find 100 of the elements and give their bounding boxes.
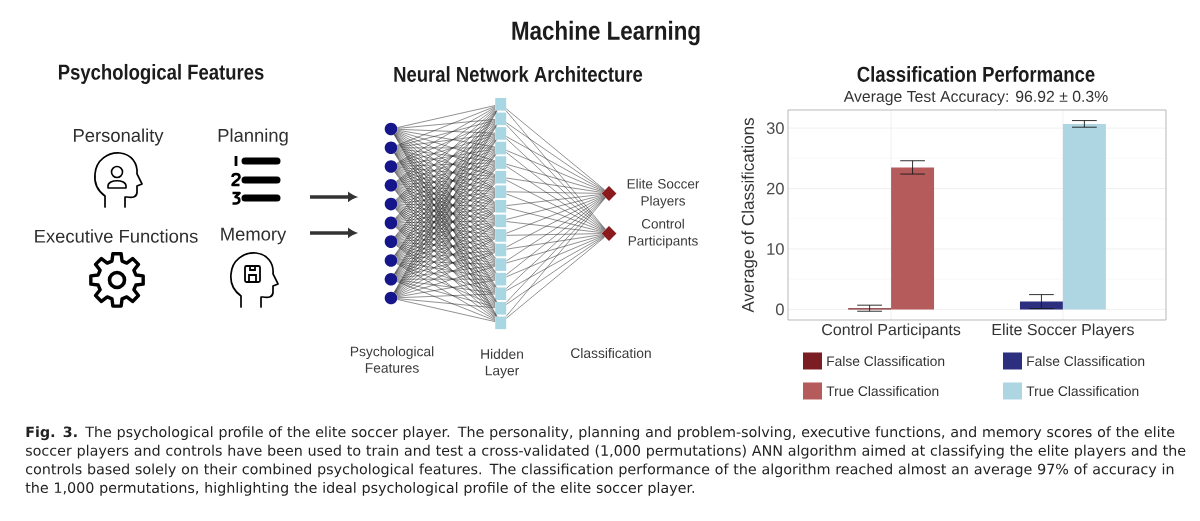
connection-line [397,204,496,207]
layer-label: Hidden Layer [481,348,523,379]
hidden-unit-square [495,185,507,199]
hidden-unit-square [495,272,507,286]
connection-line [395,109,496,200]
connection-line [396,263,496,320]
connection-line [506,233,602,236]
hidden-unit-square [495,156,507,169]
connection-line [397,147,496,149]
connection-line [397,129,496,134]
connection-line [397,119,496,129]
connection-line [506,221,603,233]
connection-line [397,185,496,192]
connection-line [506,122,605,191]
connection-line [506,152,605,231]
y-tick-label: 20 [766,182,784,195]
legend-label: False Classification [827,355,945,367]
connection-line [397,220,496,223]
hidden-unit-square [495,112,507,126]
connection-line [396,244,496,306]
legend-label: False Classification [1027,355,1145,367]
connection-line [397,186,496,206]
connection-line [396,108,496,182]
connection-line [397,166,496,177]
connection-line [506,177,603,193]
connection-line [397,293,496,298]
connection-line [506,191,602,194]
hidden-unit-square [495,200,507,213]
connection-line [396,106,496,146]
connection-line [397,278,496,280]
y-tick-label: 0 [775,303,784,316]
connection-line [397,265,496,279]
connection-line [396,131,496,175]
connection-line [395,227,496,318]
hidden-unit-square [495,302,507,315]
hidden-unit-square [495,127,507,140]
feature-label: Personality [74,128,164,146]
hidden-unit-square [495,98,507,111]
connection-line [397,261,496,279]
hidden-unit-square [495,141,507,155]
connection-line [396,252,496,296]
connection-line [396,135,496,183]
connection-line [396,245,496,319]
feature-label: Executive Functions [35,229,198,243]
hidden-unit-square [495,258,507,271]
output-label: Elite Soccer Players [627,178,700,209]
layer-label: Psychological Features [350,346,434,373]
connection-line [397,235,496,242]
connection-line [506,235,604,277]
connection-line [397,167,496,191]
connection-line [506,150,604,192]
connection-line [395,226,496,305]
connection-line [397,298,496,309]
connection-line [506,196,605,262]
connection-line [397,120,496,147]
connection-line [397,250,496,261]
output-label: Control Participants [628,218,698,249]
connection-line [506,196,605,275]
feature-label: Memory [221,227,287,245]
y-tick-label: 10 [767,243,784,255]
connection-line [396,180,496,239]
connection-line [397,162,496,167]
connection-line [506,194,604,220]
connection-line [396,179,496,221]
y-tick-label: 30 [766,122,784,134]
connection-line [397,279,496,294]
connection-line [397,279,496,298]
legend-label: True Classification [1026,385,1139,397]
connection-line [396,131,496,189]
connection-line [396,107,496,164]
x-tick-label: Elite Soccer Players [992,323,1134,339]
connection-line [506,108,606,191]
connection-line [396,121,496,165]
connection-line [397,105,496,128]
panel-heading: Psychological Features [58,63,264,85]
connection-line [506,194,603,206]
connection-line [506,166,605,231]
connection-line [396,262,496,307]
connection-line [397,260,496,265]
connection-line [397,192,496,204]
legend-label: True Classification [826,385,939,397]
connection-line [397,241,496,250]
connection-line [396,122,496,183]
figure-title: Machine Learning [512,20,700,46]
hidden-unit-square [495,316,507,330]
connection-line [396,188,496,247]
connection-line [397,224,496,249]
connection-line [506,136,605,191]
connection-line [506,207,604,233]
hidden-unit-square [495,243,507,257]
connection-line [396,187,496,220]
connection-line [397,280,496,308]
connection-line [397,223,496,236]
connection-line [396,281,496,321]
connection-line [397,129,496,148]
connection-line [506,179,605,232]
connection-line [506,163,604,193]
hidden-unit-square [495,170,507,184]
connection-line [506,234,604,264]
feature-label: Planning [218,128,288,146]
